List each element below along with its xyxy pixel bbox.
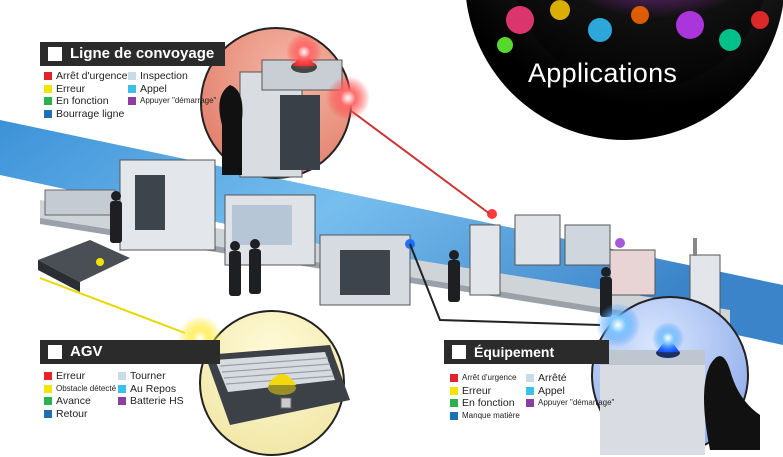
conveyor-legend-col1: Arrêt d'urgence Erreur En fonction Bourr…: [44, 70, 127, 120]
compact-panel-title: Équipement compact: [474, 344, 555, 384]
purple-swatch-icon: [128, 97, 136, 105]
legend-item: Retour: [44, 408, 116, 421]
white-swatch-icon: [128, 72, 136, 80]
agv-legend-col2: Tourner Au Repos Batterie HS: [118, 370, 184, 408]
legend-item: Bourrage ligne: [44, 108, 127, 121]
legend-item: Au Repos: [118, 383, 184, 396]
legend-item: Avance: [44, 395, 116, 408]
purple-swatch-icon: [118, 397, 126, 405]
white-swatch-icon: [118, 372, 126, 380]
legend-item: Appuyer "démarrage": [526, 397, 614, 410]
cyan-swatch-icon: [118, 384, 126, 393]
blue-swatch-icon: [44, 409, 52, 418]
legend-item: Appuyer "démarrage": [128, 95, 216, 108]
agv-panel-title: AGV: [70, 343, 103, 360]
blue-swatch-icon: [450, 411, 458, 420]
red-swatch-icon: [450, 374, 458, 382]
yellow-swatch-icon: [450, 386, 458, 395]
green-swatch-icon: [450, 399, 458, 407]
legend-item: Arrêt d'urgence: [450, 372, 520, 385]
legend-item: Erreur: [44, 83, 127, 96]
applications-title: Applications: [528, 58, 678, 88]
legend-item: Tourner: [118, 370, 184, 383]
cyan-swatch-icon: [526, 386, 534, 395]
square-icon: [48, 345, 62, 359]
legend-item: Arrêt d'urgence: [44, 70, 127, 83]
conveyor-panel-title: Ligne de convoyage: [70, 45, 215, 62]
compact-legend-col1: Arrêt d'urgence Erreur En fonction Manqu…: [450, 372, 520, 422]
square-icon: [48, 47, 62, 61]
red-swatch-icon: [44, 72, 52, 80]
green-swatch-icon: [44, 397, 52, 405]
yellow-swatch-icon: [44, 84, 52, 93]
compact-panel-header: Équipement compact: [444, 340, 609, 384]
agv-legend-col1: Erreur Obstacle détecté Avance Retour: [44, 370, 116, 420]
cyan-swatch-icon: [128, 84, 136, 93]
legend-item: En fonction: [44, 95, 127, 108]
yellow-swatch-icon: [44, 384, 52, 393]
square-icon: [452, 345, 466, 359]
conveyor-panel-header: Ligne de convoyage: [40, 42, 225, 66]
legend-item: Obstacle détecté: [44, 383, 116, 396]
legend-item: Arrêté: [526, 372, 614, 385]
purple-swatch-icon: [526, 399, 534, 407]
green-swatch-icon: [44, 97, 52, 105]
agv-panel-header: AGV: [40, 340, 220, 364]
conveyor-legend-col2: Inspection Appel Appuyer "démarrage": [128, 70, 216, 108]
compact-legend-col2: Arrêté Appel Appuyer "démarrage": [526, 372, 614, 410]
legend-item: En fonction: [450, 397, 520, 410]
legend-item: Erreur: [44, 370, 116, 383]
legend-item: Manque matière: [450, 410, 520, 423]
legend-item: Erreur: [450, 385, 520, 398]
red-swatch-icon: [44, 372, 52, 380]
legend-item: Batterie HS: [118, 395, 184, 408]
blue-swatch-icon: [44, 109, 52, 118]
legend-item: Appel: [526, 385, 614, 398]
legend-item: Appel: [128, 83, 216, 96]
legend-item: Inspection: [128, 70, 216, 83]
white-swatch-icon: [526, 374, 534, 382]
